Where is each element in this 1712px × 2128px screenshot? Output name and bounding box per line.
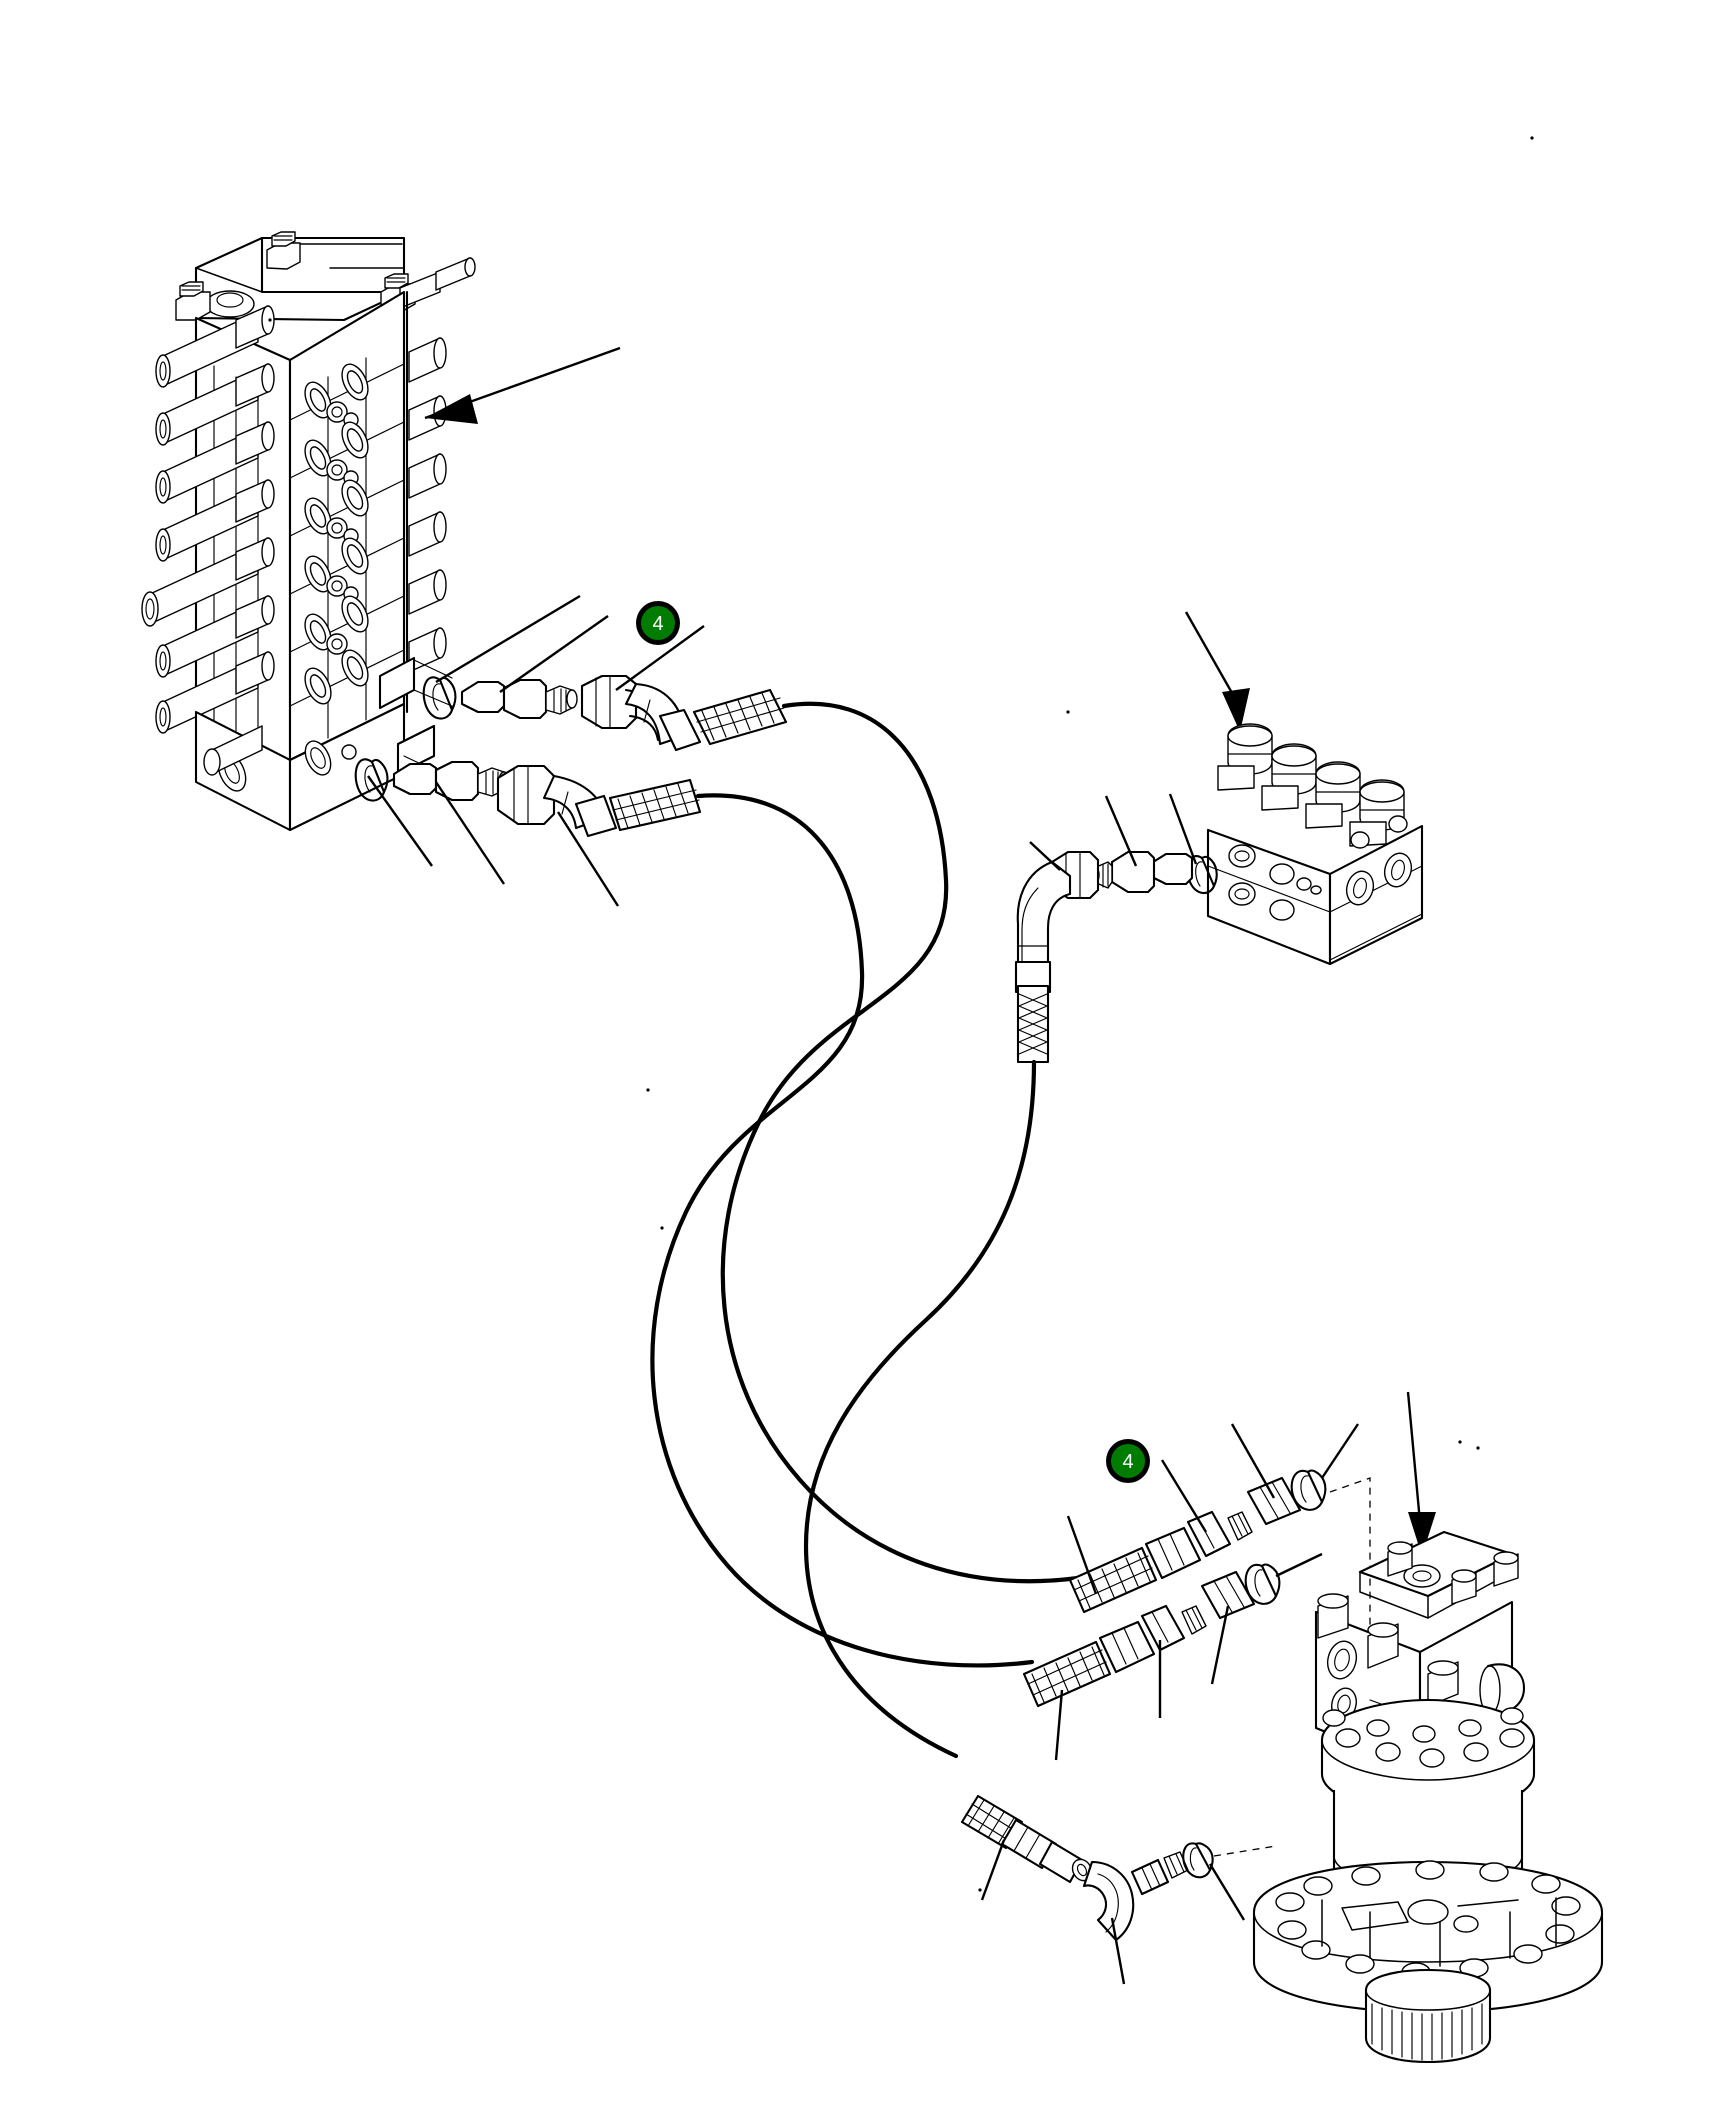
motor-base-bolts — [1275, 1860, 1581, 1982]
hose-upper-fitting-group — [422, 674, 788, 752]
leader-lines-motor-bottom — [980, 1839, 1246, 1985]
swing-motor-assembly — [1252, 1391, 1604, 2064]
valve-bottom-endcap — [194, 702, 406, 832]
solenoid-valve-assembly — [1184, 611, 1424, 966]
hose-ferrule-upper-left — [658, 688, 788, 752]
leader-lines-lower-left — [367, 775, 620, 907]
motor-base-flange — [1252, 1860, 1604, 2014]
motor-base-webs — [1321, 1897, 1557, 1967]
leader-lines-motor-upper — [1066, 1423, 1359, 1595]
ferrule-crosshatch-motor-upper — [1073, 1552, 1153, 1609]
valve-right-spools — [408, 337, 447, 673]
elbow-motor-bottom — [1082, 1851, 1189, 1942]
callout-4-lower[interactable]: 4 — [1106, 1439, 1150, 1483]
solenoid-valve-pointer-arrow — [1184, 611, 1250, 732]
hose-ferrule-motor-upper — [1068, 1546, 1158, 1614]
callout-fill-lower — [1111, 1444, 1145, 1478]
leader-lines-upper-left — [435, 594, 705, 693]
motor-flange-bolts — [1322, 1707, 1525, 1768]
hose-routing — [650, 701, 1081, 1759]
callout-4-upper[interactable]: 4 — [636, 601, 680, 645]
valve-top-port — [399, 257, 476, 309]
ferrule-crosshatch-solenoid — [1018, 993, 1048, 1055]
ferrule-crosshatch-upper — [696, 692, 785, 741]
valve-right-face-seams — [289, 357, 405, 739]
hose-middle-fitting-group — [354, 758, 702, 838]
leader-lines-motor-lower — [1054, 1552, 1323, 1761]
swing-motor-pointer-arrow — [1406, 1391, 1436, 1556]
adapter-lower-left — [392, 760, 510, 802]
hose-ferrule-motor-lower — [1022, 1640, 1112, 1708]
o-ring-upper-left — [422, 676, 457, 720]
valve-left-spool-stems — [141, 305, 275, 734]
motor-hose-fitting-upper — [1066, 1423, 1371, 1665]
o-ring-motor-lower — [1244, 1563, 1281, 1605]
solenoid-block-ports — [1228, 815, 1413, 921]
ferrule-crosshatch-motor-lower — [1027, 1646, 1107, 1703]
leader-lines-solenoid — [1029, 793, 1198, 871]
callout-label-upper: 4 — [652, 613, 663, 635]
control-valve-assembly — [141, 231, 621, 832]
adapter-solenoid — [1088, 850, 1194, 894]
solenoid-saddles — [1217, 765, 1387, 847]
o-ring-motor-upper — [1290, 1469, 1327, 1511]
adapter-upper-left — [460, 678, 578, 720]
motor-output-shaft — [1364, 1968, 1492, 2064]
scan-specks — [268, 136, 1534, 1892]
solenoid-coils — [1227, 723, 1405, 831]
motor-hose-fitting-bottom — [960, 1794, 1277, 1985]
o-ring-motor-bottom — [1182, 1842, 1214, 1879]
solenoid-hose-fitting-group — [1014, 793, 1218, 1064]
callout-label-lower: 4 — [1122, 1451, 1133, 1473]
o-ring-lower-left — [354, 758, 389, 802]
ferrule-crosshatch-motor-bottom — [965, 1799, 1015, 1845]
valve-hose-mount-face — [378, 656, 453, 777]
shaft-splines — [1371, 2003, 1483, 2061]
valve-port-rings — [304, 363, 369, 705]
hose-ferrule-solenoid — [1014, 960, 1052, 1064]
motor-mid-flange — [1320, 1698, 1536, 1816]
ferrule-crosshatch-middle — [612, 783, 700, 829]
callout-fill-upper — [641, 606, 675, 640]
motor-hose-fitting-lower — [1022, 1552, 1323, 1761]
control-valve-pointer-arrow — [424, 346, 621, 424]
hose-ferrule-lower-left — [574, 778, 702, 838]
